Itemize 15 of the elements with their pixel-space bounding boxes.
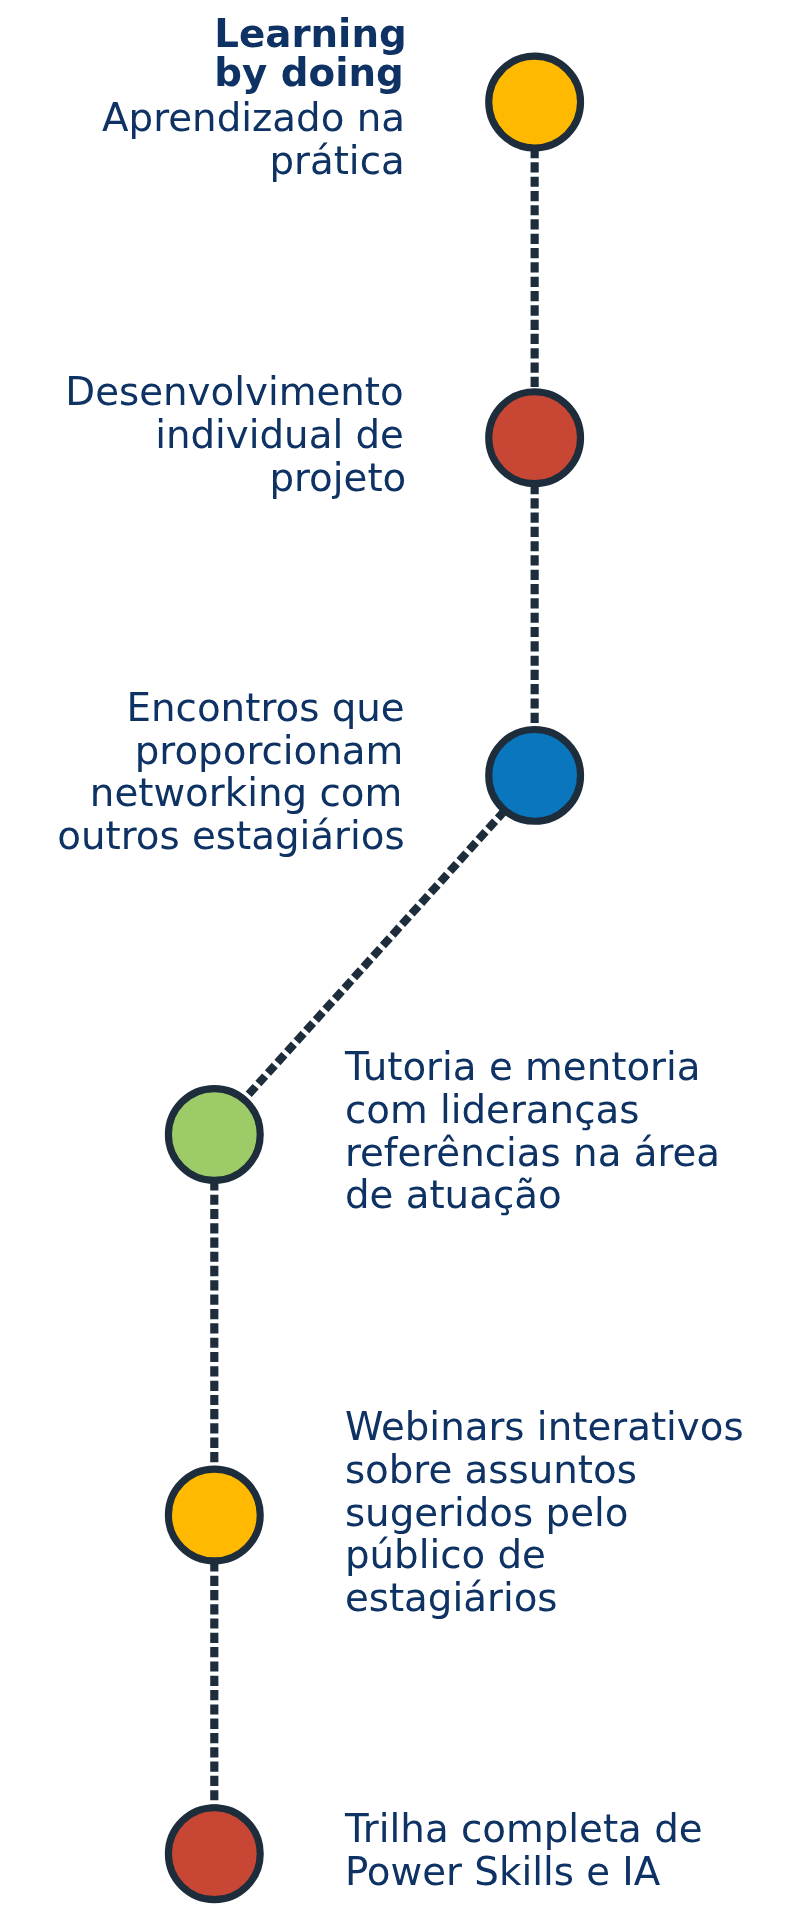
node-circle xyxy=(485,725,585,825)
node-label: Webinars interativos sobre assuntos sugeridos pelo público de estagiários xyxy=(344,1403,744,1621)
connector xyxy=(241,808,508,1102)
node-label: Desenvolvimento individual de projeto xyxy=(65,369,407,501)
node-label: Learning by doing xyxy=(214,11,407,96)
node-circle xyxy=(485,52,585,152)
node-label: Tutoria e mentoria com lideranças referências na área de atuação xyxy=(344,1043,721,1218)
connector xyxy=(210,1561,219,1808)
node-circle xyxy=(164,1465,264,1565)
node-label: Aprendizado na prática xyxy=(102,95,406,183)
node-circle xyxy=(485,388,585,488)
node-label: Trilha completa de Power Skills e IA xyxy=(344,1805,703,1894)
node-label: Encontros que proporcionam networking com outros estagiários xyxy=(57,684,405,859)
node-circle xyxy=(164,1804,264,1904)
node-circle xyxy=(164,1085,264,1184)
